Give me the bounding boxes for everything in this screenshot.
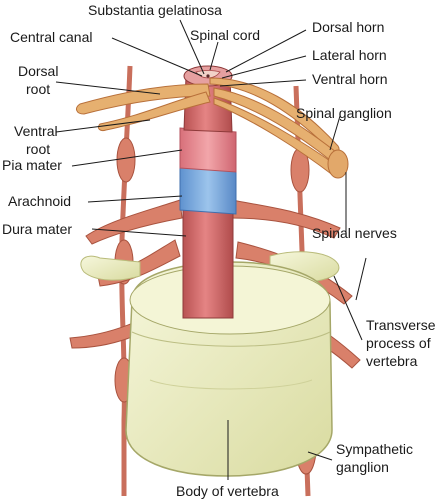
label-dorsal-root-line2: root	[26, 81, 50, 97]
nerve-roots	[76, 77, 349, 179]
label-dorsal-root-line1: Dorsal	[18, 63, 58, 79]
label-transverse-line3: vertebra	[366, 353, 418, 369]
label-spinal-cord: Spinal cord	[190, 27, 260, 43]
label-sympathetic-line2: ganglion	[336, 459, 389, 475]
label-spinal-ganglion: Spinal ganglion	[296, 105, 392, 121]
label-arachnoid: Arachnoid	[8, 193, 71, 209]
label-central-canal: Central canal	[10, 29, 93, 45]
label-substantia-gelatinosa: Substantia gelatinosa	[88, 2, 222, 18]
label-pia-mater: Pia mater	[2, 157, 62, 173]
label-dorsal-horn: Dorsal horn	[312, 19, 384, 35]
leader-lines	[55, 19, 367, 480]
label-dura-mater: Dura mater	[2, 221, 72, 237]
label-body-of-vertebra: Body of vertebra	[176, 483, 279, 499]
label-ventral-horn: Ventral horn	[312, 71, 388, 87]
label-lateral-horn: Lateral horn	[312, 47, 387, 63]
label-spinal-nerves: Spinal nerves	[312, 225, 397, 241]
label-transverse-line2: process of	[366, 335, 431, 351]
label-sympathetic-line1: Sympathetic	[336, 441, 413, 457]
label-ventral-root-line1: Ventral	[14, 123, 58, 139]
label-transverse-line1: Transverse	[366, 317, 436, 333]
label-ventral-root-line2: root	[26, 141, 50, 157]
